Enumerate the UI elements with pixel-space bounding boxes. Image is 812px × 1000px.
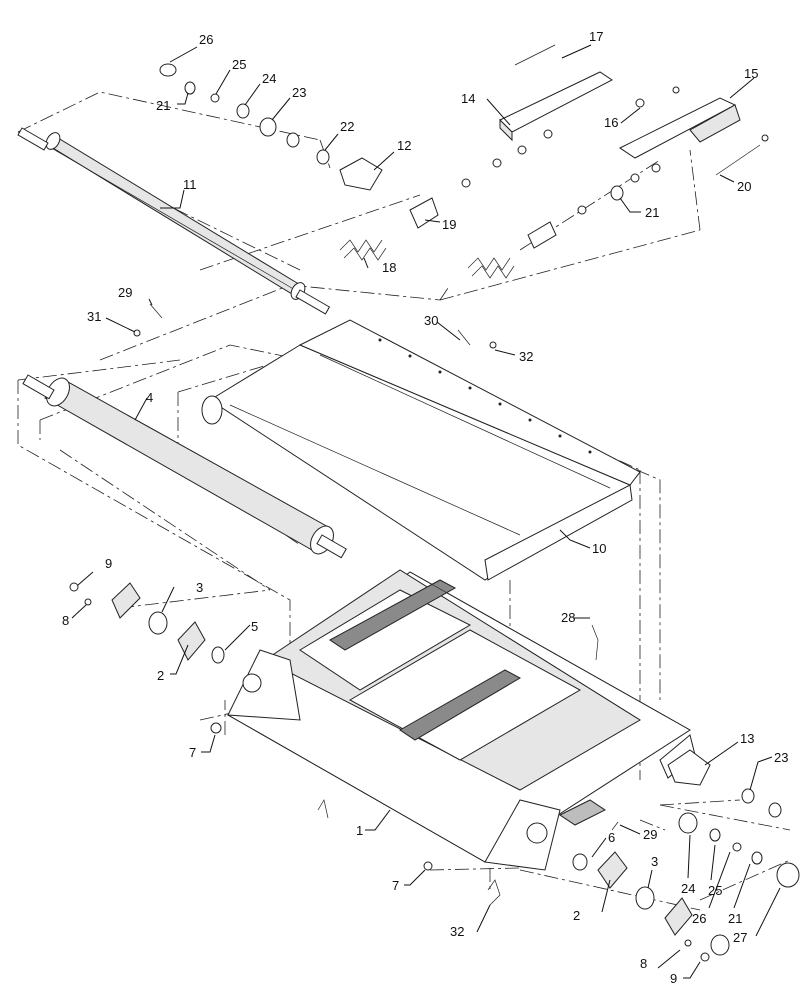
panel-holes	[378, 338, 592, 454]
callout-12: 12	[397, 138, 411, 153]
callout-11: 11	[183, 177, 197, 192]
callout-25-bottom: 26	[692, 911, 706, 926]
spacer-washers	[461, 129, 661, 215]
callout-9-left: 9	[105, 556, 112, 571]
callout-7-left: 7	[189, 745, 196, 760]
callout-2-left: 2	[157, 668, 164, 683]
callout-23-bottom: 24	[681, 881, 695, 896]
callout-27: 28	[561, 610, 575, 625]
callout-18: 18	[382, 260, 396, 275]
callout-15: 15	[744, 66, 758, 81]
callout-17: 17	[589, 29, 603, 44]
callout-32: 32	[450, 924, 464, 939]
callout-2-bottom: 2	[573, 908, 580, 923]
callout-5: 5	[251, 619, 258, 634]
callout-31: 32	[519, 349, 533, 364]
callout-29-right: 30	[424, 313, 438, 328]
main-frame	[227, 569, 696, 871]
callout-20: 20	[737, 179, 751, 194]
callout-9-bottom: 9	[670, 971, 677, 986]
upper-roller-shaft	[17, 127, 331, 315]
callout-16: 16	[604, 115, 618, 130]
callout-14: 14	[461, 91, 475, 106]
callout-13: 13	[740, 731, 754, 746]
callout-21-right: 21	[645, 205, 659, 220]
callout-22-top: 22	[340, 119, 354, 134]
callout-8-bottom: 8	[640, 956, 647, 971]
callout-10: 10	[592, 541, 606, 556]
callout-6: 6	[608, 830, 615, 845]
callout-26-bottom: 27	[733, 930, 747, 945]
deck-panel	[201, 319, 641, 581]
callout-21-top: 21	[156, 98, 170, 113]
callout-8-left: 8	[62, 613, 69, 628]
callout-3-bottom: 3	[651, 854, 658, 869]
callout-26-top: 26	[199, 32, 213, 47]
callout-4: 4	[146, 390, 153, 405]
callout-24-top: 24	[262, 71, 276, 86]
callout-leaders	[71, 44, 781, 979]
callout-24-bottom: 25	[708, 883, 722, 898]
left-hardware	[69, 582, 225, 734]
callout-21-bottom: 21	[728, 911, 742, 926]
callout-labels: 26 21 25 24 23 22 12 11 19 18 17 15 14 1…	[62, 29, 788, 986]
callout-3-left: 3	[196, 580, 203, 595]
callout-29-left: 29	[118, 285, 132, 300]
callout-22-right: 23	[774, 750, 788, 765]
callout-19: 19	[442, 217, 456, 232]
callout-28: 29	[643, 827, 657, 842]
callout-7-bottom: 7	[392, 878, 399, 893]
upper-right-hardware	[461, 44, 769, 279]
callout-30: 31	[87, 309, 101, 324]
right-hardware	[133, 303, 800, 962]
callout-1: 1	[356, 823, 363, 838]
callout-23-top: 23	[292, 85, 306, 100]
lower-roller	[22, 374, 347, 559]
upper-left-hardware	[159, 63, 439, 261]
callout-25-top: 25	[232, 57, 246, 72]
